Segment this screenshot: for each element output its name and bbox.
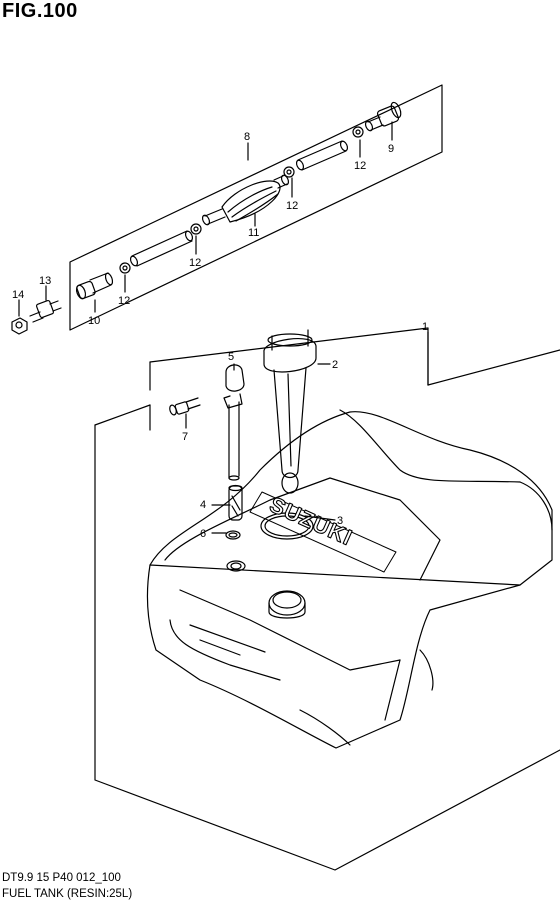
callout-4: 4	[200, 499, 206, 511]
callout-numbers: 1 2 3 4 5 6 7 8 9 10 11 12 12 12 12 13 1…	[12, 131, 428, 540]
clamp-12-mid-right[interactable]	[283, 166, 295, 178]
clamp-12-mid-left[interactable]	[190, 223, 202, 235]
hose-left	[129, 230, 194, 267]
fitting-7[interactable]	[169, 397, 201, 416]
callout-6: 6	[200, 528, 206, 540]
callout-7: 7	[182, 431, 188, 443]
figure-caption: FUEL TANK (RESIN:25L)	[2, 888, 133, 900]
tank-frame	[94, 327, 560, 871]
callout-8: 8	[244, 131, 250, 143]
callout-13: 13	[39, 275, 51, 287]
callout-2: 2	[332, 359, 338, 371]
primer-bulb-11[interactable]	[201, 174, 290, 226]
filter-4[interactable]	[228, 484, 243, 521]
clamp-12-right[interactable]	[352, 126, 364, 138]
callout-12-d: 12	[354, 160, 366, 172]
callout-1: 1	[422, 321, 428, 333]
hose-assembly-frame	[69, 84, 443, 331]
callout-14: 14	[12, 289, 24, 301]
gasket-6[interactable]	[225, 530, 241, 540]
hose-right	[295, 140, 349, 171]
connector-9[interactable]	[364, 101, 403, 132]
callout-11: 11	[248, 227, 259, 239]
fuel-tank-1[interactable]	[146, 409, 553, 749]
brand-badge: SUZUKI	[249, 491, 397, 573]
figure-title: FIG.100	[2, 0, 78, 22]
connector-13[interactable]	[29, 299, 62, 323]
callout-3: 3	[337, 515, 343, 527]
clamp-12-left[interactable]	[119, 262, 131, 274]
callout-10: 10	[88, 315, 100, 327]
gasket-3[interactable]	[260, 512, 314, 540]
connector-10[interactable]	[75, 272, 114, 300]
callout-5: 5	[228, 351, 234, 363]
leader-lines	[18, 121, 429, 534]
fuel-gauge-2[interactable]	[263, 329, 317, 494]
cap-14[interactable]	[11, 317, 28, 335]
callout-9: 9	[388, 143, 394, 155]
callout-12-c: 12	[286, 200, 298, 212]
model-code: DT9.9 15 P40 012_100	[2, 872, 121, 884]
callout-12-a: 12	[118, 295, 130, 307]
fuel-pickup-5[interactable]	[223, 364, 245, 481]
callout-12-b: 12	[189, 257, 201, 269]
